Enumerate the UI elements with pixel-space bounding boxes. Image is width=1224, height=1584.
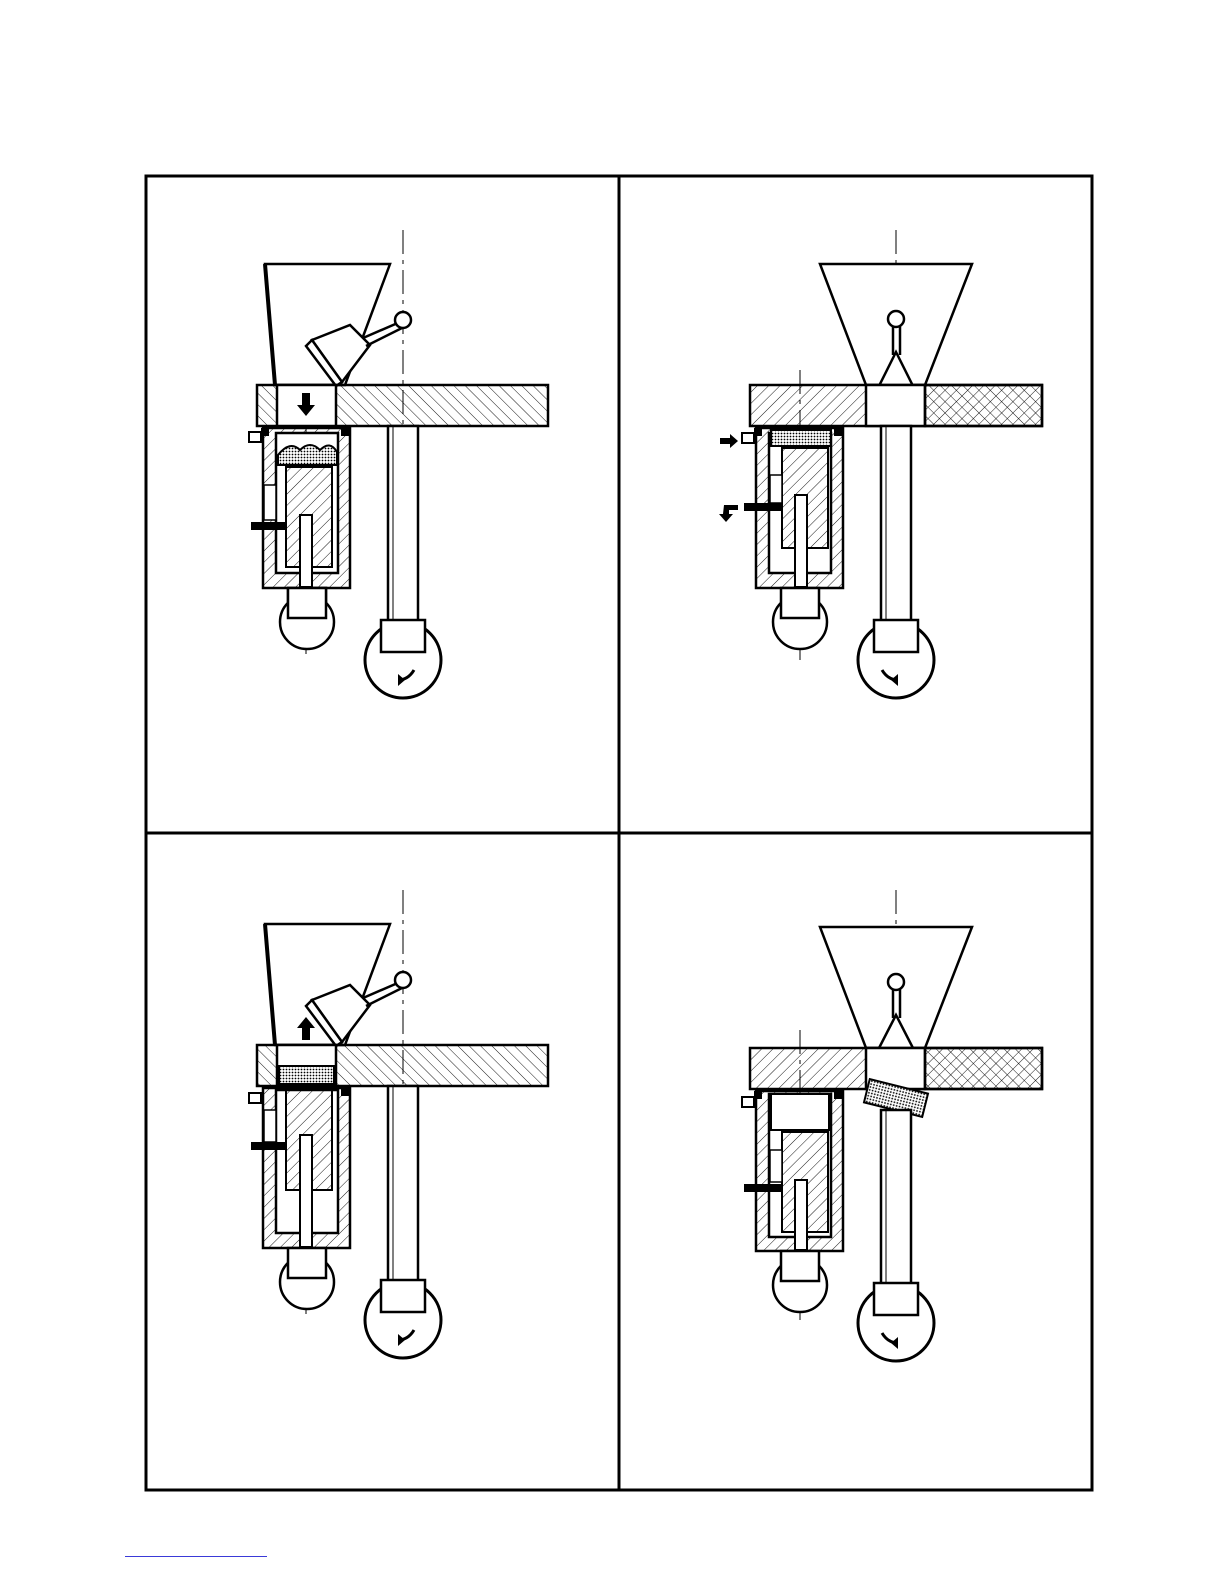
panel-1: [249, 230, 548, 700]
panel-2: [719, 230, 1042, 700]
drop-arrow: [719, 505, 738, 522]
die-table: [750, 1048, 1042, 1089]
die-body: [742, 428, 843, 588]
panel-3: [249, 890, 548, 1360]
push-arrow: [720, 434, 738, 448]
drive-shaft: [858, 1110, 934, 1361]
panel-4: [742, 890, 1042, 1361]
die-body: [249, 428, 350, 588]
lower-punch-roller: [280, 588, 334, 649]
footnote-rule: [125, 1556, 267, 1557]
lower-punch-roller: [773, 588, 827, 649]
drive-shaft: [365, 426, 441, 698]
lower-punch-roller: [280, 1248, 334, 1309]
die-body: [249, 1088, 350, 1248]
drive-shaft: [365, 1086, 441, 1358]
die-body: [742, 1091, 843, 1251]
die-table: [257, 1045, 548, 1086]
lower-punch-roller: [773, 1251, 827, 1312]
die-table: [750, 385, 1042, 426]
drive-shaft: [858, 426, 934, 698]
